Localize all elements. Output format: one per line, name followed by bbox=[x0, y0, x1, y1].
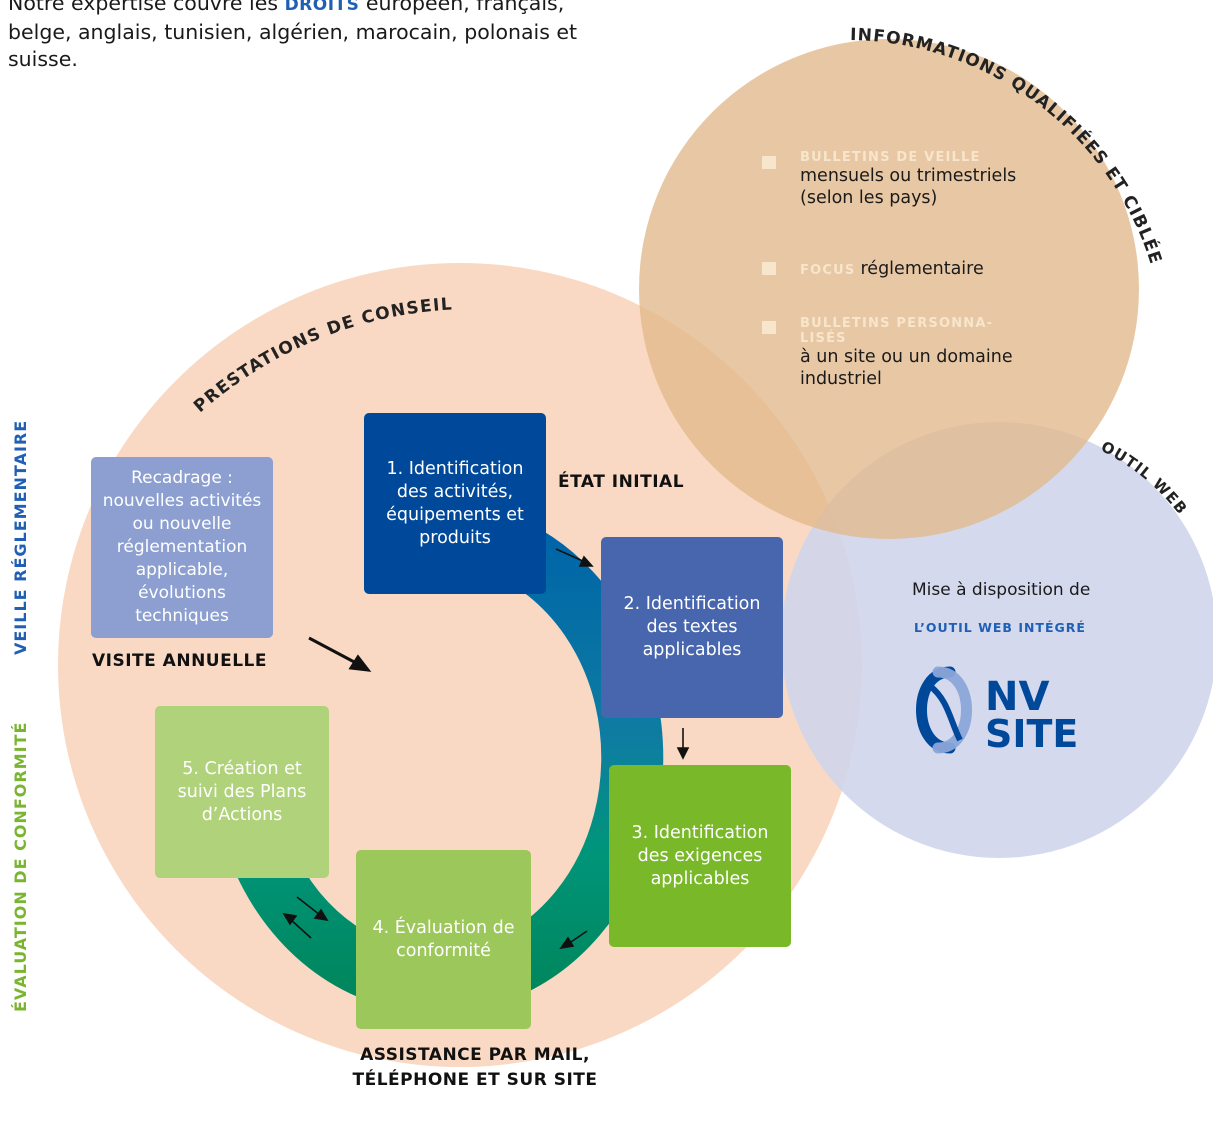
assistance-label: ASSISTANCE PAR MAIL, TÉLÉPHONE ET SUR SI… bbox=[325, 1043, 625, 1093]
web-intro: Mise à disposition de bbox=[912, 580, 1091, 600]
arrow-3-to-4 bbox=[559, 930, 588, 950]
info-item-3-title-line1: BULLETINS PERSONNA- bbox=[800, 316, 994, 331]
step-3-box: 3. Identification des exigences applicab… bbox=[609, 765, 791, 947]
intro-text-after: européen, français, belge, anglais, tuni… bbox=[8, 0, 578, 71]
arrow-2-to-3 bbox=[676, 728, 690, 760]
etat-initial-label: ÉTAT INITIAL bbox=[558, 472, 685, 492]
info-item-2-text: réglementaire bbox=[860, 259, 984, 279]
visite-annuelle-label: VISITE ANNUELLE bbox=[92, 651, 267, 671]
intro-highlight: DROITS bbox=[284, 0, 360, 15]
evaluation-side-label: ÉVALUATION DE CONFORMITÉ bbox=[11, 722, 30, 1012]
intro-text-before: Notre expertise couvre les bbox=[8, 0, 285, 15]
assistance-line-1: ASSISTANCE PAR MAIL, bbox=[360, 1045, 590, 1065]
web-tool-label: L’OUTIL WEB INTÉGRÉ bbox=[914, 620, 1086, 635]
arrow-4-to-5 bbox=[282, 896, 329, 939]
logo-site: SITE bbox=[985, 712, 1078, 756]
info-bullet-3-icon bbox=[762, 321, 776, 334]
process-ring bbox=[219, 510, 664, 1014]
info-item-1-text: mensuels ou trimestriels (selon les pays… bbox=[800, 166, 1017, 208]
assistance-line-2: TÉLÉPHONE ET SUR SITE bbox=[352, 1070, 598, 1090]
info-item-3-text: à un site ou un domaine industriel bbox=[800, 347, 1013, 389]
info-bullet-2-icon bbox=[762, 262, 776, 275]
step-4-box: 4. Évaluation de conformité bbox=[356, 850, 531, 1029]
step-2-box: 2. Identification des textes applicables bbox=[601, 537, 783, 718]
step-5-box: 5. Création et suivi des Plans d’Actions bbox=[155, 706, 329, 878]
arrow-annual-visit bbox=[308, 636, 372, 672]
nv-site-logo: NV SITE bbox=[916, 666, 1078, 756]
info-item-1: BULLETINS DE VEILLE mensuels ou trimestr… bbox=[800, 150, 1060, 209]
info-item-1-title: BULLETINS DE VEILLE bbox=[800, 150, 981, 165]
info-item-2: FOCUS réglementaire bbox=[800, 258, 1060, 280]
veille-side-label: VEILLE RÉGLEMENTAIRE bbox=[11, 420, 30, 655]
info-bullet-1-icon bbox=[762, 156, 776, 169]
info-item-3-title-line2: LISÉS bbox=[800, 331, 847, 346]
info-item-2-title: FOCUS bbox=[800, 263, 856, 278]
info-item-3: BULLETINS PERSONNA- LISÉS à un site ou u… bbox=[800, 316, 1060, 390]
step-1-box: 1. Identification des activités, équipem… bbox=[364, 413, 546, 594]
intro-paragraph: Notre expertise couvre les DROITS europé… bbox=[8, 0, 608, 73]
arrow-1-to-2 bbox=[555, 548, 594, 567]
recadrage-box: Recadrage : nouvelles activités ou nouve… bbox=[91, 457, 273, 638]
logo-nv: NV bbox=[985, 674, 1049, 720]
